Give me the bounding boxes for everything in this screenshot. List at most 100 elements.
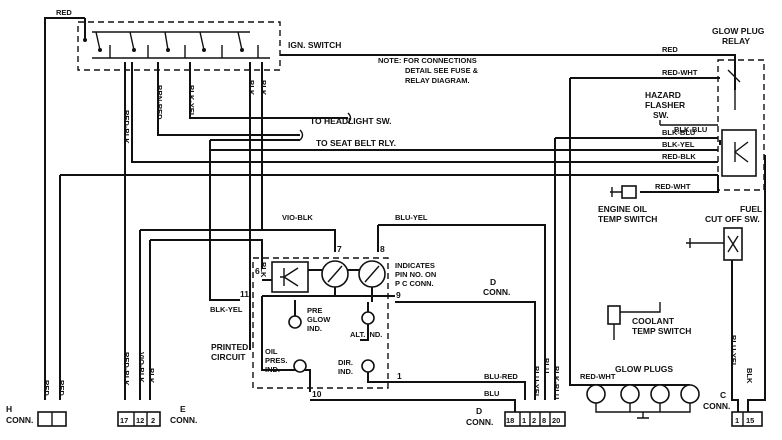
wire-blk-yel-11 bbox=[209, 140, 240, 301]
c-conn-l1: C bbox=[720, 390, 726, 400]
c-connector: 1 15 C CONN. bbox=[703, 390, 763, 427]
oil-pres-l2: PRES. bbox=[265, 356, 288, 365]
label-red-wht-relay: RED-WHT bbox=[662, 68, 698, 77]
e-pin-2: 2 bbox=[151, 416, 155, 425]
dir-ind-l1: DIR. bbox=[338, 358, 353, 367]
label-blu-yel-d: BLU-YEL bbox=[532, 366, 541, 399]
h-connector: H CONN. bbox=[6, 404, 67, 427]
pre-glow-l1: PRE bbox=[307, 306, 322, 315]
glow-plugs-label: GLOW PLUGS bbox=[615, 364, 673, 374]
label-blu-yel-c: BLU-YEL bbox=[729, 335, 738, 368]
d-conn-l2: CONN. bbox=[466, 417, 493, 427]
oil-temp-l1: ENGINE OIL bbox=[598, 204, 647, 214]
wire-red-wht-plugs bbox=[569, 78, 690, 386]
wire-red-relay bbox=[280, 54, 736, 90]
ign-switch-box bbox=[77, 21, 281, 71]
c-pin-1: 1 bbox=[735, 416, 739, 425]
d-pin-8: 8 bbox=[542, 416, 546, 425]
e-pin-17: 17 bbox=[120, 416, 128, 425]
glow-plug-1 bbox=[586, 384, 606, 404]
c-conn-l2: CONN. bbox=[703, 401, 730, 411]
label-blk-yel-11: BLK-YEL bbox=[210, 305, 243, 314]
indicates-l2: PIN NO. ON bbox=[395, 270, 436, 279]
d-pin-2: 2 bbox=[532, 416, 536, 425]
wire-blu-yel-c bbox=[731, 260, 739, 412]
ignition-switch: IGN. SWITCH bbox=[77, 21, 341, 71]
e-conn-body bbox=[117, 411, 161, 427]
indicates-l3: P C CONN. bbox=[395, 279, 434, 288]
label-blk-e: BLK bbox=[147, 368, 156, 384]
label-blu-yel: BLU-YEL bbox=[395, 213, 428, 222]
h-conn-l1: H bbox=[6, 404, 12, 414]
note-line-1: NOTE: FOR CONNECTIONS bbox=[378, 56, 477, 65]
d-pin-18: 18 bbox=[506, 416, 514, 425]
to-seat-belt-label: TO SEAT BELT RLY. bbox=[316, 138, 396, 148]
c-conn-body bbox=[731, 411, 763, 427]
oil-pres-bulb bbox=[293, 359, 307, 373]
hazard-l3: SW. bbox=[653, 110, 669, 120]
glow-plug-relay-box bbox=[717, 59, 765, 191]
printed-circuit-l2: CIRCUIT bbox=[211, 352, 246, 362]
pin-11: 11 bbox=[240, 289, 249, 299]
e-conn-l2: CONN. bbox=[170, 415, 197, 425]
d-pin-1: 1 bbox=[522, 416, 526, 425]
to-headlight-label: TO HEADLIGHT SW. bbox=[310, 116, 392, 126]
printed-circuit-l1: PRINTED bbox=[211, 342, 248, 352]
wire-red-blk-relay bbox=[131, 62, 718, 163]
coolant-temp-switch: COOLANT TEMP SWITCH bbox=[607, 302, 691, 340]
label-blu: BLU bbox=[484, 389, 499, 398]
wire-blk-yel-headlight bbox=[189, 62, 348, 119]
label-red-h1: RED bbox=[42, 380, 51, 396]
wire-labels-horizontal: RED RED-WHT BLK-BLU BLK-YEL RED-BLK RED-… bbox=[210, 45, 707, 398]
coolant-l1: COOLANT bbox=[632, 316, 675, 326]
glow-plug-3 bbox=[650, 384, 670, 404]
wires: RED bbox=[44, 8, 766, 412]
alt-ind-label: ALT. IND. bbox=[350, 330, 382, 339]
label-red-relay: RED bbox=[662, 45, 678, 54]
label-blk-6: BLK bbox=[259, 262, 268, 278]
label-brn-red: BRN-RED bbox=[155, 85, 164, 120]
wire-blu-red bbox=[395, 381, 526, 400]
wire-brn-red bbox=[157, 62, 300, 136]
label-red-blk-e: RED-BLK bbox=[122, 352, 131, 386]
d-connector: 18 1 2 8 20 D CONN. bbox=[466, 406, 566, 427]
ign-switch-contacts bbox=[92, 31, 270, 59]
dir-ind-l2: IND. bbox=[338, 367, 353, 376]
fuel-cut-l1: FUEL bbox=[740, 204, 762, 214]
c-pin-15: 15 bbox=[746, 416, 754, 425]
label-vio-blk-e: VIO-BLK bbox=[137, 352, 146, 383]
oil-temp-l2: TEMP SWITCH bbox=[598, 214, 657, 224]
pre-glow-bulb bbox=[288, 315, 302, 329]
d-conn-mid-l2: CONN. bbox=[483, 287, 510, 297]
wire-blu-blk bbox=[310, 399, 516, 412]
label-red-wht-oil: RED-WHT bbox=[655, 182, 691, 191]
label-red-wht-plugs: RED-WHT bbox=[580, 372, 616, 381]
note-line-3: RELAY DIAGRAM. bbox=[405, 76, 470, 85]
note-line-2: DETAIL SEE FUSE & bbox=[405, 66, 479, 75]
label-blk-2: BLK bbox=[259, 80, 268, 96]
label-blk-c: BLK bbox=[745, 368, 754, 384]
oil-temp-sensor-icon bbox=[621, 185, 637, 199]
oil-pres-l3: IND. bbox=[265, 365, 280, 374]
printed-circuit-box bbox=[252, 257, 389, 389]
label-blk-yel-relay: BLK-YEL bbox=[662, 140, 695, 149]
pre-glow-l3: IND. bbox=[307, 324, 322, 333]
label-blk-blu-relay: BLK-BLU bbox=[662, 128, 695, 137]
wire-d-9 bbox=[395, 301, 536, 400]
label-red-blk-1: RED-BLK bbox=[122, 110, 131, 144]
wire-labels: RED-BLK BRN-RED BLK-YEL BLK BLK RED RED … bbox=[42, 80, 754, 399]
pin-6: 6 bbox=[255, 266, 260, 276]
label-red-blk-relay: RED-BLK bbox=[662, 152, 696, 161]
label-blk-blu-d: BLK-BLU bbox=[552, 366, 561, 399]
glow-plugs: GLOW PLUGS bbox=[586, 364, 700, 419]
wire-relay-c bbox=[747, 155, 766, 412]
relay-label-l2: RELAY bbox=[722, 36, 750, 46]
hazard-l2: FLASHER bbox=[645, 100, 685, 110]
ign-switch-label: IGN. SWITCH bbox=[288, 40, 341, 50]
relay-label-l1: GLOW PLUG bbox=[712, 26, 765, 36]
relay-coil bbox=[721, 129, 757, 177]
e-connector: 17 12 2 E CONN. bbox=[117, 404, 197, 427]
engine-oil-temp-switch: ENGINE OIL TEMP SWITCH bbox=[598, 185, 657, 224]
pin-1: 1 bbox=[397, 371, 402, 381]
